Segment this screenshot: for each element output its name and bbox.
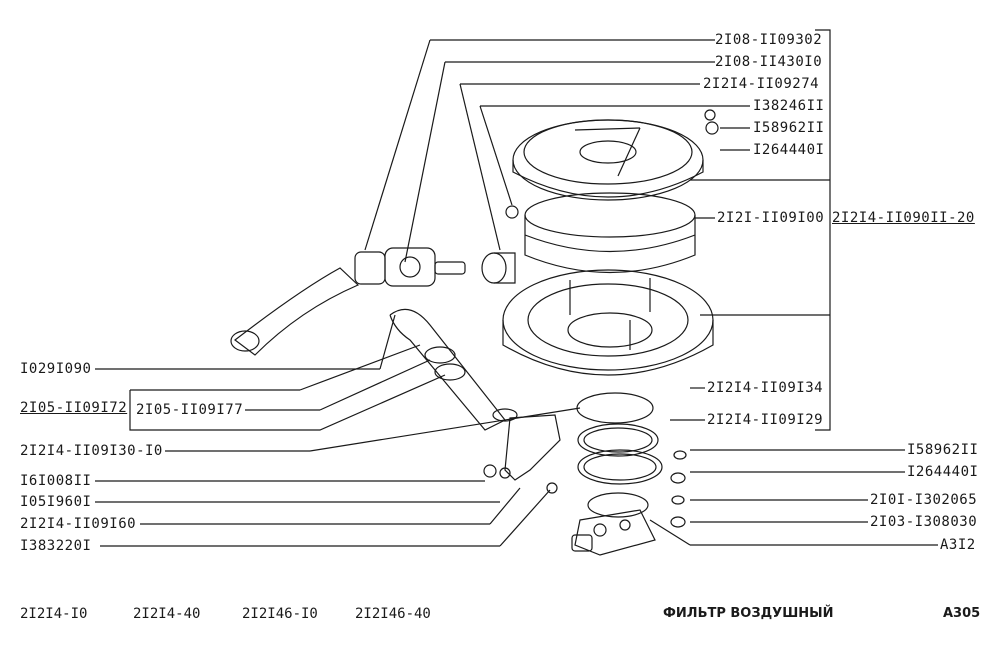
part-label: 2I05-II09I77 [136,402,244,418]
page-title: ФИЛЬТР ВОЗДУШНЫЙ [663,606,834,621]
part-label: I264440I [753,142,825,158]
part-label: 2I0I-I302065 [870,492,978,508]
part-label: 2I2I4-II09274 [703,76,820,92]
part-label: I029I090 [20,361,92,377]
part-label: I05I960I [20,494,92,510]
page-number: A305 [943,606,981,621]
part-label: I6I008II [20,473,92,489]
part-label: I264440I [907,464,979,480]
part-label: A3I2 [940,537,976,553]
assembly-label: 2I05-II09I72 [20,400,128,416]
part-label: I383220I [20,538,92,554]
model-code: 2I2I46-I0 [242,606,318,622]
part-label: I38246II [753,98,825,114]
part-label: 2I2I4-II09I60 [20,516,137,532]
model-code: 2I2I46-40 [355,606,431,622]
part-label: I58962II [753,120,825,136]
part-label: 2I2I-II09I00 [717,210,825,226]
model-code: 2I2I4-I0 [20,606,88,622]
part-label: 2I08-II09302 [715,32,823,48]
assembly-label: 2I2I4-II090II-20 [832,210,975,226]
part-label: 2I2I4-II09I29 [707,412,824,428]
part-label: 2I08-II430I0 [715,54,823,70]
model-code: 2I2I4-40 [133,606,201,622]
part-label: I58962II [907,442,979,458]
part-label: 2I2I4-II09I34 [707,380,824,396]
part-label: 2I2I4-II09I30-I0 [20,443,163,459]
part-label: 2I03-I308030 [870,514,978,530]
